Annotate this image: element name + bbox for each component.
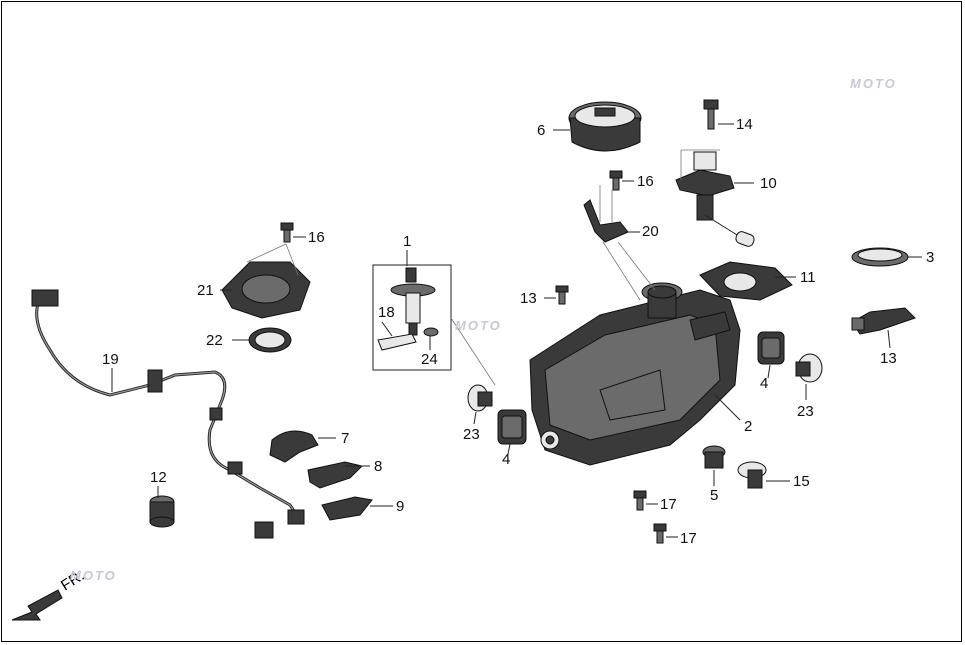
label-18: 18 <box>378 304 395 321</box>
label-6: 6 <box>537 122 546 139</box>
label-14: 14 <box>736 116 753 133</box>
pump-flange-plate <box>221 243 311 319</box>
wire-harness <box>31 289 305 539</box>
watermark-center: MOTO <box>455 318 502 333</box>
label-5: 5 <box>710 487 719 504</box>
label-22: 22 <box>206 332 223 349</box>
cap-15 <box>737 461 767 489</box>
label-15: 15 <box>793 473 810 490</box>
fuel-level-sender <box>675 151 755 247</box>
label-19: 19 <box>102 351 119 368</box>
label-16-left: 16 <box>308 229 325 246</box>
label-12: 12 <box>150 469 167 486</box>
rubber-mount-right <box>757 331 785 365</box>
rubber-mount-left <box>497 409 527 445</box>
label-4-right: 4 <box>760 375 769 392</box>
label-7: 7 <box>341 430 350 447</box>
label-20: 20 <box>642 223 659 240</box>
label-4-left: 4 <box>502 451 511 468</box>
bolt-17-a <box>633 490 647 511</box>
cap-23-left <box>467 384 493 412</box>
label-11: 11 <box>800 269 816 286</box>
label-1: 1 <box>403 233 412 250</box>
label-21: 21 <box>197 282 214 299</box>
bracket-20 <box>583 185 629 243</box>
pump-assembly-frame <box>372 264 452 371</box>
hose-clamp-strap <box>851 307 916 335</box>
label-2: 2 <box>744 418 753 435</box>
fuel-cap <box>568 101 642 152</box>
grommet <box>702 445 726 469</box>
fuel-pump-assembly <box>377 267 439 351</box>
front-direction-arrow <box>11 589 63 621</box>
label-23-right: 23 <box>797 403 814 420</box>
sender-gasket <box>699 261 793 301</box>
label-24: 24 <box>421 351 438 368</box>
clamp-7 <box>269 430 319 463</box>
bushing <box>149 495 175 528</box>
clamp-9 <box>321 496 373 521</box>
bolt-14 <box>703 99 719 130</box>
label-17-lower: 17 <box>680 530 697 547</box>
label-17-upper: 17 <box>660 496 677 513</box>
label-9: 9 <box>396 498 405 515</box>
clamp-8 <box>307 461 363 489</box>
watermark-top-right: MOTO <box>850 76 897 91</box>
label-13-right: 13 <box>880 350 897 367</box>
watermark-bottom-left: MOTO <box>70 568 117 583</box>
label-3: 3 <box>926 249 935 266</box>
label-8: 8 <box>374 458 383 475</box>
bolt-17-b <box>653 523 667 544</box>
bolt-16-left <box>280 222 294 243</box>
bolt-13 <box>555 285 569 305</box>
bolt-16-top <box>609 170 623 191</box>
label-13-left: 13 <box>520 290 537 307</box>
label-23-left: 23 <box>463 426 480 443</box>
label-16-top: 16 <box>637 173 654 190</box>
label-10: 10 <box>760 175 777 192</box>
fuel-tank <box>529 282 741 466</box>
cap-23-right <box>795 353 823 383</box>
